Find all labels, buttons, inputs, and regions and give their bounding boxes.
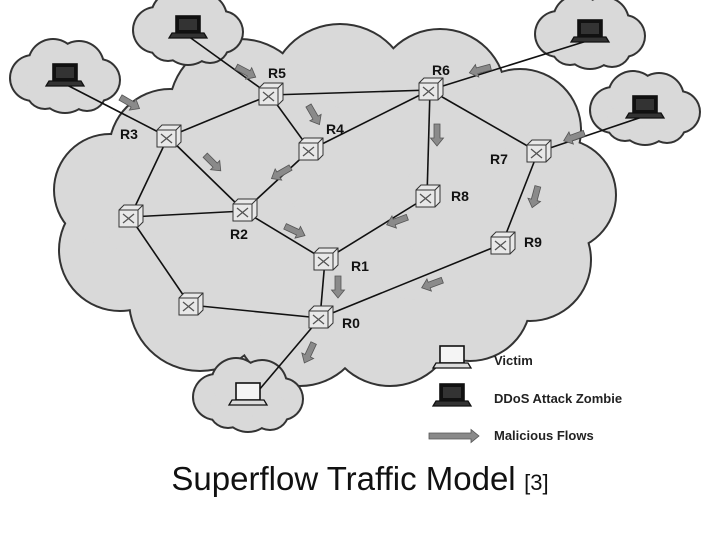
- flow-arrow-icon: [428, 428, 480, 444]
- router-label-R3: R3: [120, 126, 138, 142]
- zombie-laptop-icon: [44, 63, 86, 87]
- flow-arrow-icon: [428, 428, 480, 444]
- link-R8-R1: [324, 196, 428, 261]
- router-icon: [178, 292, 204, 316]
- flow-arrow-icon: [563, 129, 586, 145]
- link-RA-R2: [129, 210, 245, 218]
- flow-arrow-icon: [330, 275, 346, 299]
- link-R3-R2: [167, 136, 245, 212]
- caption-title: Superflow Traffic Model: [171, 460, 516, 497]
- legend: Victim DDoS Attack Zombie Malicious Flow…: [428, 345, 622, 444]
- link-R7-R9: [501, 151, 539, 245]
- link-R6-R8: [426, 89, 431, 198]
- legend-zombie: DDoS Attack Zombie: [431, 383, 622, 407]
- link-R6-R7: [429, 89, 539, 153]
- legend-flow-label: Malicious Flows: [494, 428, 594, 443]
- router-label-R0: R0: [342, 315, 360, 331]
- legend-zombie-label: DDoS Attack Zombie: [494, 391, 622, 406]
- host-link-zombie-3: [429, 39, 591, 91]
- router-icon: [526, 139, 552, 163]
- zombie-laptop-icon: [569, 19, 611, 43]
- zombie-laptop-icon: [167, 15, 209, 39]
- router-icon: [258, 82, 284, 106]
- router-label-R6: R6: [432, 62, 450, 78]
- router-label-R5: R5: [268, 65, 286, 81]
- zombie-laptop-icon: [431, 383, 473, 407]
- router-label-R2: R2: [230, 226, 248, 242]
- router-label-R7: R7: [490, 151, 508, 167]
- link-R5-R6: [269, 89, 431, 96]
- hosts: [44, 15, 666, 406]
- legend-flow: Malicious Flows: [428, 428, 594, 444]
- router-label-R1: R1: [351, 258, 369, 274]
- host-link-zombie-2: [64, 83, 169, 138]
- flow-arrow-icon: [429, 123, 445, 147]
- router-label-R8: R8: [451, 188, 469, 204]
- flow-arrow-icon: [283, 223, 306, 239]
- router-icon: [232, 198, 258, 222]
- flow-arrow-icon: [118, 94, 141, 111]
- flow-arrow-icon: [305, 103, 322, 126]
- link-RB-R0: [189, 304, 321, 319]
- flow-arrow-icon: [234, 63, 257, 80]
- router-icon: [308, 305, 334, 329]
- link-RA-RB: [129, 216, 191, 306]
- legend-victim-label: Victim: [494, 353, 533, 368]
- link-R9-R0: [319, 243, 503, 319]
- victim-laptop-icon: [431, 345, 473, 369]
- router-icon: [118, 204, 144, 228]
- victim-laptop-icon: [431, 345, 473, 369]
- victim-laptop-icon: [227, 382, 269, 406]
- flow-arrow-icon: [301, 341, 317, 364]
- router-icon: [156, 124, 182, 148]
- link-R3-R5: [167, 94, 271, 138]
- flow-arrow-icon: [202, 152, 222, 172]
- router-icon: [415, 184, 441, 208]
- zombie-laptop-icon: [431, 383, 473, 407]
- link-R4-R6: [309, 89, 431, 151]
- link-R2-R1: [243, 210, 326, 261]
- flow-arrow-icon: [421, 276, 444, 292]
- link-R3-RA: [129, 136, 169, 218]
- flow-arrow-icon: [386, 213, 409, 229]
- zombie-laptop-icon: [624, 95, 666, 119]
- caption-reference: [3]: [524, 470, 549, 495]
- router-icon: [418, 77, 444, 101]
- malicious-flows: [118, 63, 586, 364]
- router-label-R4: R4: [326, 121, 344, 137]
- host-link-zombie-1: [187, 35, 271, 96]
- flow-arrow-icon: [468, 63, 492, 78]
- host-link-zombie-4: [537, 115, 646, 153]
- caption: Superflow Traffic Model [3]: [0, 460, 720, 498]
- legend-victim: Victim: [431, 345, 533, 369]
- router-icon: [313, 247, 339, 271]
- router-label-R9: R9: [524, 234, 542, 250]
- flow-arrow-icon: [270, 164, 293, 181]
- flow-arrow-icon: [527, 185, 542, 209]
- router-icon: [298, 137, 324, 161]
- router-icon: [490, 231, 516, 255]
